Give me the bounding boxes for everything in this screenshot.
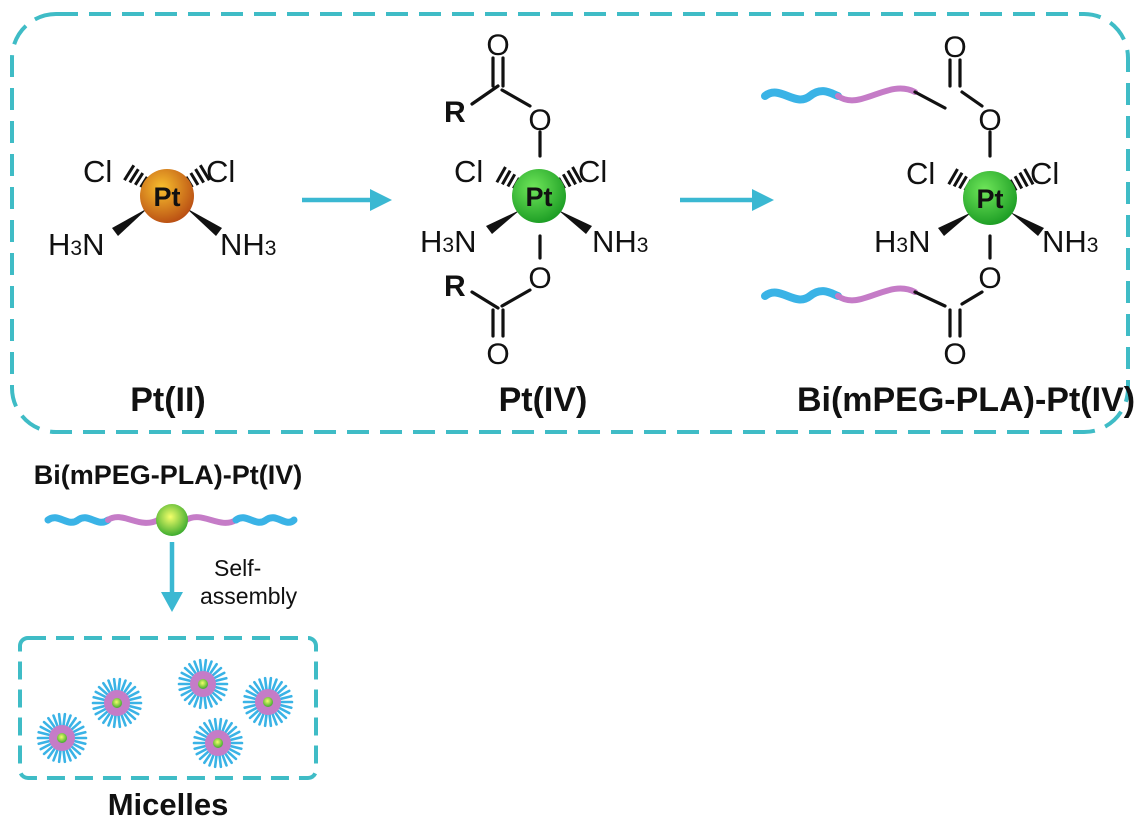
conjugate-pla-left <box>105 514 161 526</box>
pt4-structure: O R O O R O Pt Cl Cl H3N NH3 <box>420 29 648 371</box>
micelle-3 <box>177 658 229 710</box>
conjugate-peg-left <box>44 514 112 526</box>
pt4-nh3-left: H3N <box>420 224 476 259</box>
reaction-frame <box>10 12 1130 434</box>
pt2-nh3-right: NH3 <box>220 227 276 262</box>
hash-stroke <box>134 172 145 186</box>
pt2-atom <box>140 169 194 223</box>
self-assembly-label-line2: assembly <box>200 583 298 609</box>
bi-o-bottom-ester: O <box>978 262 1001 295</box>
hash-stroke <box>947 168 959 186</box>
self-assembly-label-line1: Self- <box>214 555 261 581</box>
conjugate-pla-right <box>183 514 239 526</box>
pt4-o-bottom-carbonyl: O <box>486 338 509 371</box>
bi-cl-left: Cl <box>906 156 935 191</box>
hash-stroke <box>1018 171 1029 188</box>
hash-stroke <box>958 175 968 190</box>
conjugate-pt-core <box>156 504 188 536</box>
micelles-caption: Micelles <box>108 787 229 822</box>
micelle-5 <box>192 717 244 769</box>
hash-stroke <box>501 169 512 186</box>
micelle-4 <box>242 676 294 728</box>
hash-stroke <box>198 164 211 182</box>
hash-stroke <box>561 173 572 188</box>
hash-stroke <box>506 173 517 188</box>
pt4-o-top-ester: O <box>528 104 551 137</box>
pt4-center-label: Pt <box>526 182 553 212</box>
bi-o-top-carbonyl: O <box>943 31 966 64</box>
bi-wedge-left <box>938 212 972 236</box>
reaction-arrow-1 <box>302 189 392 211</box>
pt4-nh3-right: NH3 <box>592 224 648 259</box>
pt2-nh3-left: H3N <box>48 227 104 262</box>
bi-nh3-right: NH3 <box>1042 224 1098 259</box>
bi-bottom-peg-chain <box>761 287 842 304</box>
bi-atom <box>963 171 1017 225</box>
self-assembly-arrow <box>161 542 183 612</box>
bi-center-label: Pt <box>977 184 1004 214</box>
pt2-wedge-right <box>186 208 222 236</box>
bi-cl-right: Cl <box>1030 156 1059 191</box>
pt2-center-label: Pt <box>154 182 181 212</box>
bi-top-pla-chain <box>835 85 918 104</box>
hash-stroke <box>128 168 140 184</box>
pt4-cl-left: Cl <box>454 154 483 189</box>
pt2-cl-right: Cl <box>206 154 235 189</box>
pt4-r-top: R <box>444 96 466 129</box>
bi-top-peg-chain <box>761 87 842 104</box>
bi-bottom-pla-chain <box>835 285 918 304</box>
pt4-wedge-right <box>558 210 592 234</box>
pt2-caption: Pt(II) <box>130 381 206 419</box>
bi-caption: Bi(mPEG-PLA)-Pt(IV) <box>797 381 1135 419</box>
micelle-group <box>36 658 294 769</box>
bi-wedge-right <box>1010 212 1044 236</box>
bi-o-bottom-carbonyl: O <box>943 338 966 371</box>
hash-stroke <box>189 172 200 186</box>
bi-nh3-left: H3N <box>874 224 930 259</box>
pt4-cl-right: Cl <box>578 154 607 189</box>
hash-stroke <box>952 171 964 188</box>
hash-stroke <box>571 166 583 184</box>
pt4-r-bottom: R <box>444 270 466 303</box>
pt4-wedge-left <box>486 210 520 234</box>
pt4-o-top-carbonyl: O <box>486 29 509 62</box>
conjugate-peg-right <box>232 514 298 526</box>
pt4-o-bottom-ester: O <box>528 262 551 295</box>
bi-o-top-ester: O <box>978 104 1001 137</box>
hash-stroke <box>495 166 507 184</box>
hash-stroke <box>123 164 136 181</box>
micelle-frame <box>18 636 318 780</box>
pt2-wedge-left <box>112 208 148 236</box>
bi-structure: O O O O Pt Cl Cl H3N NH3 <box>761 31 1098 371</box>
hash-stroke <box>194 168 205 184</box>
reaction-arrow-2 <box>680 189 774 211</box>
pt4-caption: Pt(IV) <box>499 381 588 419</box>
pt2-structure: Pt Cl Cl H3N NH3 <box>48 154 276 262</box>
hash-stroke <box>1013 175 1024 190</box>
hash-stroke <box>1023 168 1035 186</box>
amphiphile-conjugate <box>44 504 298 536</box>
micelle-1 <box>36 712 88 764</box>
hash-stroke <box>566 169 577 186</box>
pt2-cl-left: Cl <box>83 154 112 189</box>
assembly-title: Bi(mPEG-PLA)-Pt(IV) <box>34 460 302 490</box>
micelle-2 <box>91 677 143 729</box>
pt4-atom <box>512 169 566 223</box>
